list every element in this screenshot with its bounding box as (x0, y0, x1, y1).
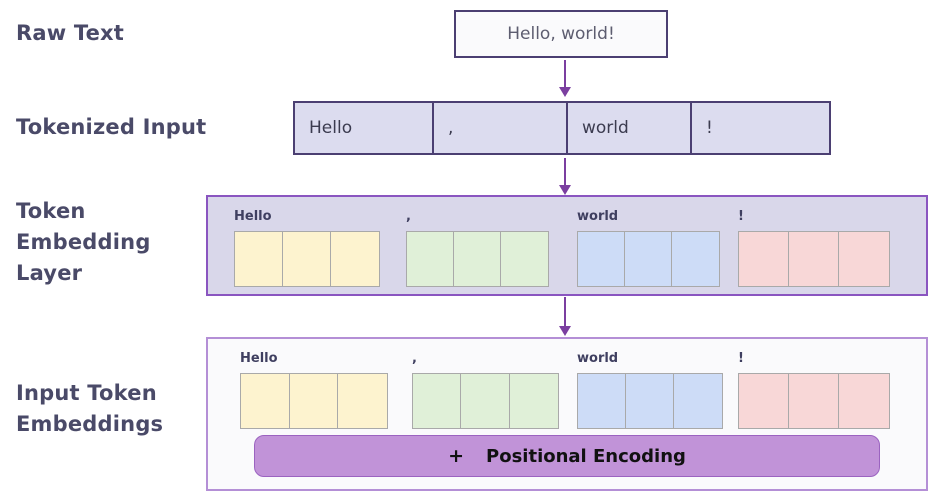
token-text: world (582, 118, 629, 138)
arrow-head (559, 185, 571, 195)
arrow-head (559, 326, 571, 336)
tokenized-input-row: Hello, world! (293, 101, 831, 155)
embedding-vector (738, 373, 890, 429)
embedding-dimension-cell (739, 232, 789, 286)
embedding-vector (406, 231, 549, 287)
raw-text-box: Hello, world! (454, 10, 668, 58)
token-embedding-group-label: Hello (240, 351, 278, 366)
embedding-dimension-cell (454, 232, 501, 286)
row-label-token-embedding-layer: Token Embedding Layer (16, 199, 151, 286)
token-cell: , (434, 103, 568, 153)
embedding-dimension-cell (501, 232, 548, 286)
arrow-down-icon-raw-to-tokenized (558, 60, 572, 98)
token-embedding-group-label: world (577, 209, 619, 224)
token-embedding-group-label: Hello (234, 209, 272, 224)
token-cell: Hello (295, 103, 434, 153)
token-embedding-group: ! (738, 351, 890, 429)
embedding-dimension-cell (407, 232, 454, 286)
embedding-dimension-cell (241, 374, 290, 428)
embedding-dimension-cell (413, 374, 462, 428)
arrow-shaft (564, 158, 566, 186)
row-label-input-token-embeddings: Input Token Embeddings (16, 381, 164, 437)
token-embedding-group: world (577, 209, 720, 287)
token-embedding-group: , (412, 351, 559, 429)
embedding-dimension-cell (674, 374, 722, 428)
token-text: , (448, 118, 454, 138)
embedding-dimension-cell (839, 232, 889, 286)
embedding-dimension-cell (739, 374, 789, 428)
token-embedding-group-label: world (577, 351, 619, 366)
positional-encoding-label: Positional Encoding (486, 445, 686, 467)
embedding-vector (577, 373, 723, 429)
arrow-shaft (564, 60, 566, 88)
token-embedding-group: , (406, 209, 549, 287)
embedding-dimension-cell (289, 374, 339, 428)
embedding-dimension-cell (578, 374, 626, 428)
plus-icon: + (448, 445, 465, 467)
input-token-embeddings-box: + Positional Encoding Hello, world! (206, 337, 928, 491)
embedding-dimension-cell (235, 232, 283, 286)
token-embedding-group: Hello (240, 351, 388, 429)
arrow-down-icon-embedding-to-input (558, 297, 572, 337)
row-label-raw-text: Raw Text (16, 21, 125, 45)
arrow-down-icon-tokenized-to-embedding (558, 158, 572, 196)
embedding-dimension-cell (283, 232, 331, 286)
embedding-dimension-cell (509, 374, 558, 428)
token-embedding-group-label: , (412, 351, 417, 366)
token-embedding-group: Hello (234, 209, 380, 287)
token-embedding-group-label: , (406, 209, 411, 224)
embedding-dimension-cell (839, 374, 889, 428)
embedding-dimension-cell (461, 374, 510, 428)
token-embedding-layer-box: Hello, world! (206, 195, 928, 296)
token-text: Hello (309, 118, 353, 138)
embedding-dimension-cell (626, 374, 674, 428)
token-embedding-group: world (577, 351, 723, 429)
embedding-vector (577, 231, 720, 287)
embedding-vector (412, 373, 559, 429)
token-cell: ! (692, 103, 829, 153)
token-cell: world (568, 103, 692, 153)
embedding-vector (240, 373, 388, 429)
token-embedding-group-label: ! (738, 209, 744, 224)
row-label-tokenized-input: Tokenized Input (16, 115, 207, 139)
embedding-dimension-cell (578, 232, 625, 286)
embedding-dimension-cell (625, 232, 672, 286)
embedding-dimension-cell (672, 232, 719, 286)
token-embedding-group: ! (738, 209, 890, 287)
embedding-vector (234, 231, 380, 287)
positional-encoding-bar: + Positional Encoding (254, 435, 880, 477)
token-embedding-group-label: ! (738, 351, 744, 366)
embedding-dimension-cell (338, 374, 387, 428)
embedding-dimension-cell (331, 232, 379, 286)
embedding-dimension-cell (789, 232, 839, 286)
embedding-dimension-cell (789, 374, 839, 428)
token-text: ! (706, 118, 713, 138)
arrow-shaft (564, 297, 566, 327)
embedding-vector (738, 231, 890, 287)
arrow-head (559, 87, 571, 97)
raw-text-value: Hello, world! (507, 24, 615, 44)
